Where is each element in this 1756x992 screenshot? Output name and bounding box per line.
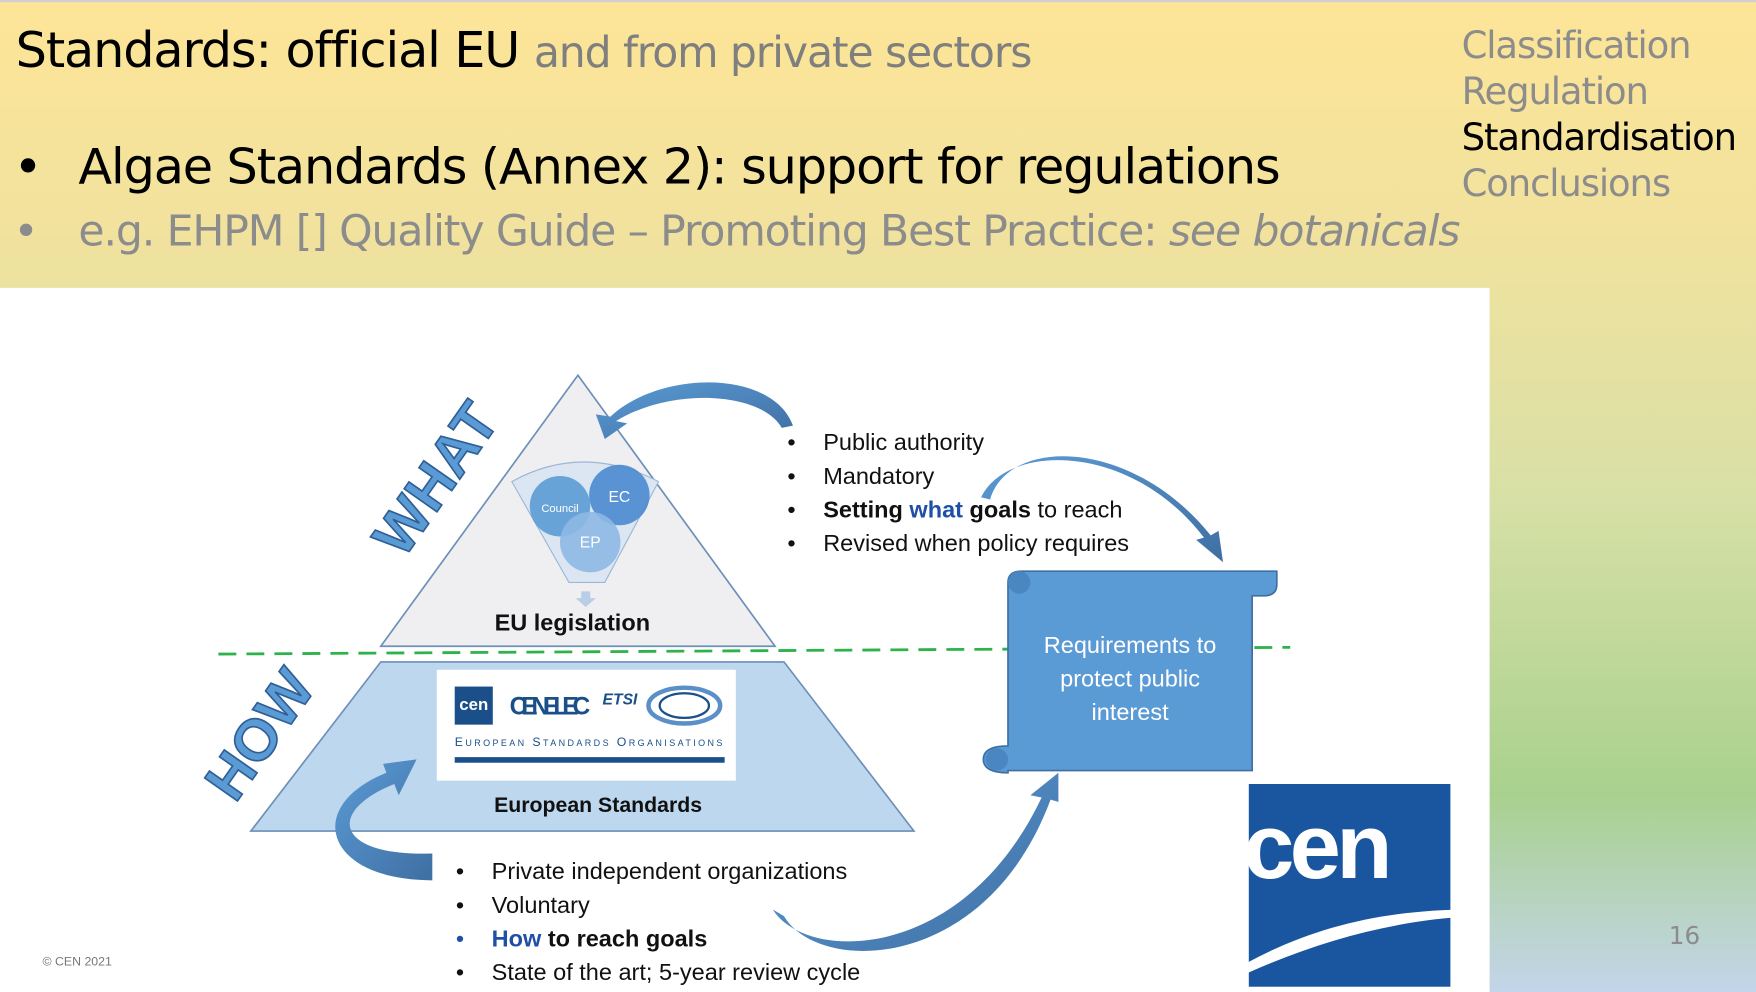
title-main: Standards: official EU [15, 22, 521, 80]
cen-logo-text: cen [1243, 796, 1388, 898]
bullet-text: e.g. EHPM [] Quality Guide – Promoting B… [78, 206, 1169, 256]
ep-label: EP [580, 535, 601, 552]
top-border [0, 0, 1756, 3]
bullet-ehpm: •e.g. EHPM [] Quality Guide – Promoting … [13, 206, 1461, 256]
copyright-text: © CEN 2021 [43, 954, 112, 968]
how-bullets: • Private independent organizations • Volu… [456, 858, 860, 985]
funnel-icon: Council EC EP [511, 461, 660, 608]
svg-text:•: • [456, 892, 464, 918]
svg-text:•: • [787, 463, 795, 489]
eso-logos: cen CENELEC ETSI European Standards Orga… [436, 669, 736, 781]
scroll-text-line: interest [1092, 699, 1170, 725]
bullet-algae-standards: •Algae Standards (Annex 2): support for … [13, 138, 1280, 196]
nav-item-conclusions[interactable]: Conclusions [1461, 161, 1671, 205]
bullet-text: Algae Standards (Annex 2): support for r… [78, 138, 1280, 196]
curved-arrow-top-icon [595, 382, 793, 440]
how-bullet: How to reach goals [492, 925, 708, 951]
cenelec-logo: CENELEC [510, 694, 591, 721]
divider-dashed-line [218, 645, 1291, 656]
how-bullet: State of the art; 5-year review cycle [492, 959, 861, 985]
svg-text:•: • [787, 429, 795, 455]
svg-text:•: • [787, 496, 795, 522]
svg-text:•: • [456, 959, 464, 985]
eso-caption: European Standards Organisations [455, 735, 724, 749]
curved-arrow-left-icon [335, 759, 433, 881]
section-nav: Classification Regulation Standardisatio… [1461, 22, 1737, 206]
curved-arrow-bottom-icon [772, 772, 1059, 951]
cen-logo: cen [1223, 784, 1473, 987]
requirements-scroll: Requirements to protect public interest [982, 570, 1278, 774]
cen-small-logo: cen [459, 695, 488, 714]
nav-item-standardisation[interactable]: Standardisation [1461, 115, 1737, 160]
what-bullet: Setting what goals to reach [823, 496, 1122, 522]
scroll-text-line: Requirements to [1044, 632, 1217, 658]
page-number: 16 [1668, 922, 1701, 951]
svg-text:•: • [456, 925, 464, 951]
svg-text:•: • [787, 530, 795, 556]
european-standards-label: European Standards [494, 793, 702, 817]
bullet-italic: see botanicals [1168, 206, 1461, 256]
council-label: Council [541, 503, 578, 515]
how-bullet: Voluntary [492, 892, 590, 918]
what-bullet: Public authority [823, 429, 984, 455]
svg-text:•: • [456, 858, 464, 884]
ec-label: EC [608, 489, 630, 506]
what-bullets: • Public authority • Mandatory • Setting w… [787, 429, 1129, 556]
nav-item-regulation[interactable]: Regulation [1461, 69, 1649, 114]
how-bullet: Private independent organizations [492, 858, 848, 884]
scroll-text-line: protect public [1060, 666, 1200, 692]
etsi-logo: ETSI [603, 691, 638, 708]
slide-title: Standards: official EU and from private … [15, 22, 1033, 80]
what-bullet: Mandatory [823, 463, 934, 489]
title-sub: and from private sectors [533, 28, 1033, 78]
eu-legislation-label: EU legislation [495, 610, 650, 636]
what-bullet: Revised when policy requires [823, 530, 1129, 556]
nav-item-classification[interactable]: Classification [1461, 23, 1692, 68]
